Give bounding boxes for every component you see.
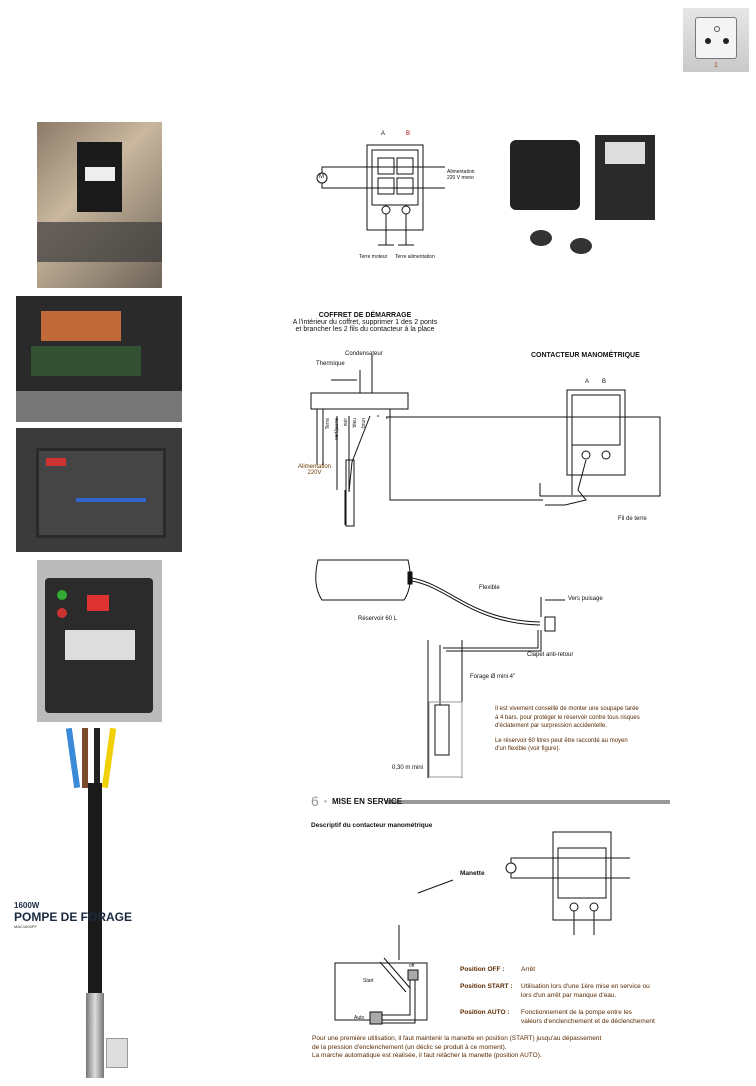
coffret-line1: A l'intérieur du coffret, supprimer 1 de… [292,319,438,326]
wire-brown: brun [361,418,367,429]
coffret-supply2: 220V [307,470,322,476]
product-title: 1600W POMPE DE FORAGE MAC1600PF [14,901,132,929]
photo-terminal-block [16,296,182,422]
coffret-line2: et brancher les 2 fils du contacteur à l… [295,326,435,333]
positions-list: Position OFF : Arrêt Position START : Util… [460,965,655,1026]
contactor-label-a: A [585,379,590,385]
product-power: 1600W [14,901,40,910]
d1-earth-supply: Terre alimentation [395,254,435,260]
section-footer: Pour une première utilisation, il faut m… [312,1035,601,1061]
product-model: MAC1600PF [14,924,37,929]
d1-supply2: 220 V mono [447,175,474,181]
pressure-switch-diagram-1 [316,144,445,246]
d1-label-a: A [381,131,386,137]
d1-label-b: B [406,131,411,137]
photo-box-in-crate [37,122,162,288]
pos-start: Start [363,978,374,984]
footer-line: La marche automatique est réalisée, il f… [312,1052,542,1059]
install-note: Il est vivement conseillé de monter une … [495,705,640,754]
min-depth-label: 0,30 m mini [392,765,424,771]
tank-label: Réservoir 60 L [358,616,398,622]
starter-box-diagram [310,355,661,527]
wire-terre: Terre [325,418,331,430]
pos-auto: Auto [354,1015,365,1021]
pos-off: off [409,963,415,969]
d1-motor: M [319,174,324,180]
note-line: Il est vivement conseillé de monter une … [495,706,639,712]
contactor-title: CONTACTEUR MANOMÉTRIQUE [531,352,640,359]
badge-number: 1 [714,62,718,69]
note-line: d'un flexible (voir figure). [495,746,561,752]
valve-label: Clapet anti-retour [527,652,574,658]
position-label: Position AUTO : [460,1009,510,1016]
position-label: Position START : [460,983,513,990]
bore-label: Forage Ø mini 4" [470,674,516,680]
outlet-badge: 1 [683,8,749,72]
d1-supply: Alimentation [447,169,475,175]
section-title: MISE EN SERVICE [332,797,403,806]
wire-green-yellow: vert/jaune [334,418,340,440]
pressure-switch-diagram-2 [334,831,630,1025]
contactor-label-b: B [602,379,607,385]
label-condensateur: Condensateur [345,351,383,357]
position-desc: lors d'un arrêt par manque d'eau. [521,992,617,999]
wire-black: noir [343,418,349,427]
label-b-small: b [386,415,389,420]
outlet-label: Vers puisage [568,596,603,602]
footer-line: Pour une première utilisation, il faut m… [312,1035,602,1042]
position-label: Position OFF : [460,966,505,973]
position-desc: Arrêt [521,966,536,973]
flexible-label: Flexible [479,585,500,591]
coffret-supply: Alimentation [298,464,332,470]
earth-wire-label: Fil de terre [618,516,647,522]
label-a-small: a [377,413,380,418]
section-number: 6 [311,793,319,809]
installation-diagram [315,559,565,778]
note-line: Le réservoir 60 litres peut être raccord… [495,737,628,744]
wire-blue: bleu [352,418,358,428]
section-subtitle: Descriptif du contacteur manométrique [311,822,433,829]
coffret-title: COFFRET DE DÉMARRAGE [318,312,412,319]
footer-line: de la pression d'enclenchement (un décli… [312,1043,507,1051]
outlet-icon [695,17,737,59]
position-desc: valeurs d'enclenchement et de déclenchem… [521,1018,655,1025]
position-desc: Fonctionnement de la pompe entre les [521,1009,632,1016]
photo-control-box [37,560,162,722]
handle-label: Manette [460,870,485,877]
photo-pressure-switch [500,130,665,260]
product-name: POMPE DE FORAGE [14,910,133,924]
note-line: à 4 bars. pour protéger le réservoir con… [495,714,640,721]
note-line: d'éclatement par surpression accidentell… [495,723,607,729]
label-thermique: Thermique [316,361,345,367]
photo-wiring [16,428,182,552]
position-desc: Utilisation lors d'une 1ère mise en serv… [521,983,650,990]
d1-earth-motor: Terre moteur [359,254,388,260]
photo-pump-cable [60,728,130,1078]
